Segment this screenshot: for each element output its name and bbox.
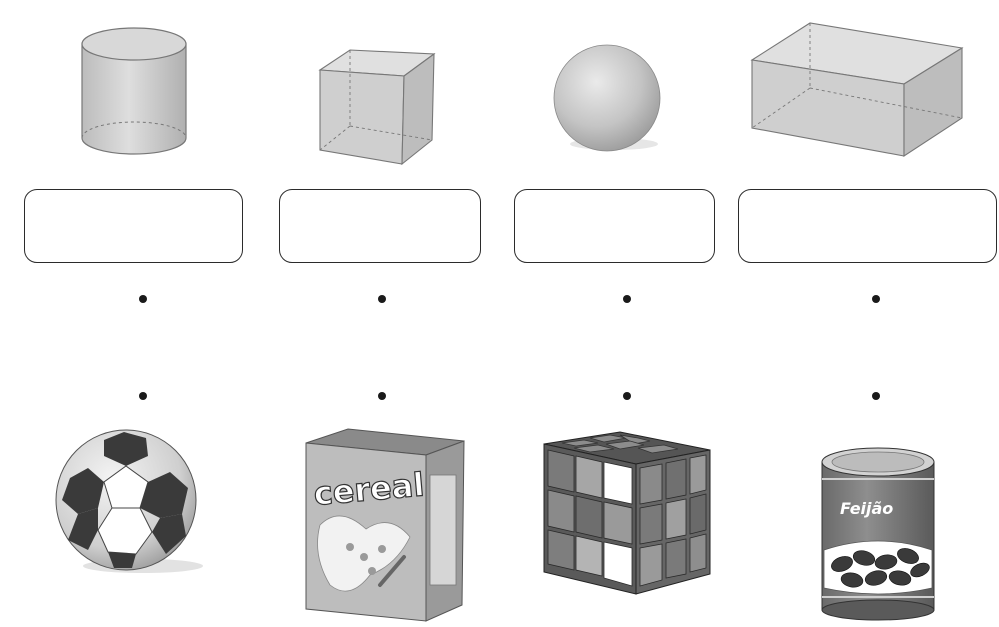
cube-icon — [312, 40, 442, 170]
answer-box-cube[interactable] — [279, 189, 481, 263]
bean-can-label: Feijão — [840, 499, 893, 518]
shape-dot-sphere[interactable] — [623, 295, 631, 303]
cereal-box-icon: cereal — [300, 425, 470, 625]
rubiks-cube-icon — [540, 428, 720, 598]
object-dot-soccer-ball[interactable] — [139, 392, 147, 400]
rectangular-prism-icon — [748, 18, 968, 163]
answer-box-prism[interactable] — [738, 189, 997, 263]
object-dot-cereal-box[interactable] — [378, 392, 386, 400]
answer-box-sphere[interactable] — [514, 189, 715, 263]
shape-dot-cylinder[interactable] — [139, 295, 147, 303]
shape-dot-prism[interactable] — [872, 295, 880, 303]
object-dot-bean-can[interactable] — [872, 392, 880, 400]
cylinder-icon — [70, 10, 200, 170]
answer-box-cylinder[interactable] — [24, 189, 243, 263]
shape-dot-cube[interactable] — [378, 295, 386, 303]
soccer-ball-icon — [48, 428, 208, 578]
sphere-icon — [548, 40, 678, 160]
object-dot-rubiks-cube[interactable] — [623, 392, 631, 400]
bean-can-icon: Feijão — [812, 438, 947, 623]
